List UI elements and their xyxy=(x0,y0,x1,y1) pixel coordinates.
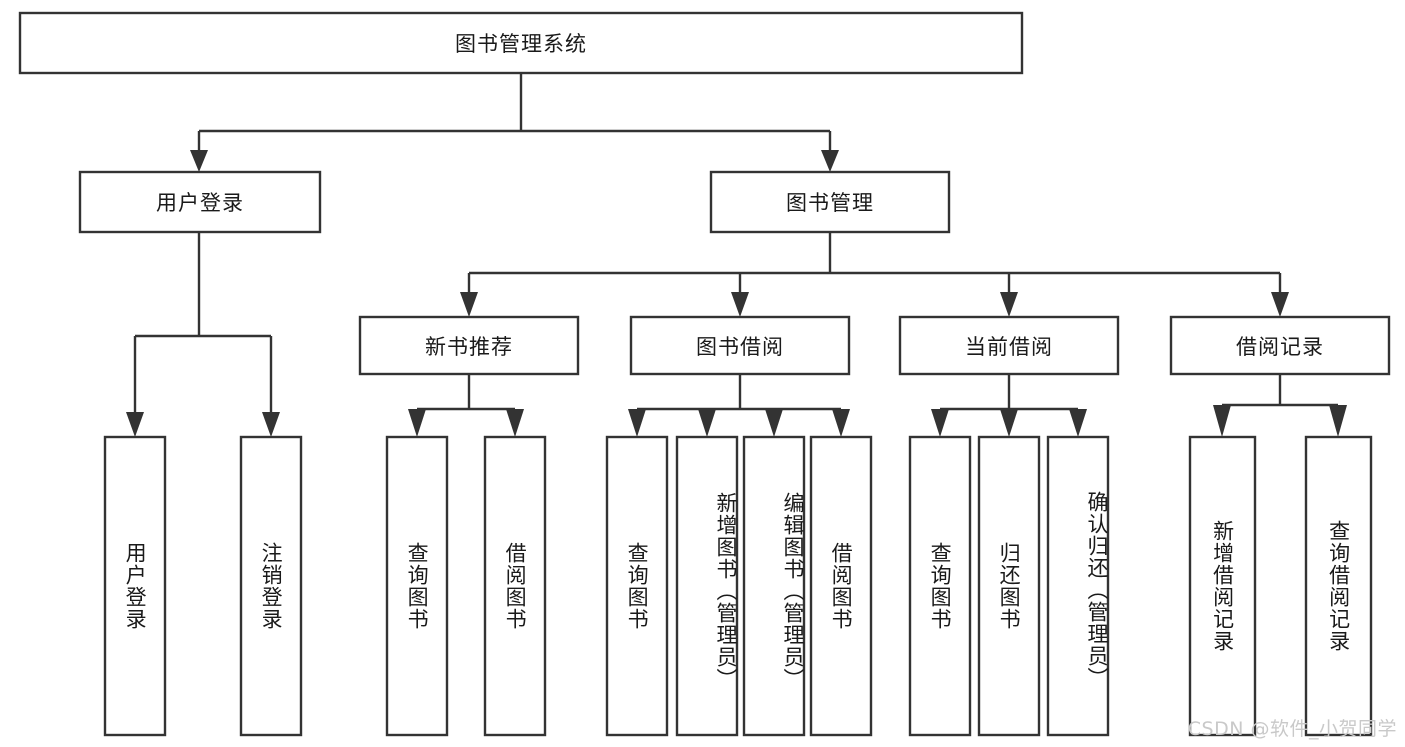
node-leaf-edit-book[interactable] xyxy=(742,435,806,737)
arrowhead-leaf-query-book-2 xyxy=(628,409,646,437)
arrowhead-new-book-recommend xyxy=(460,292,478,317)
node-leaf-query-book-3[interactable] xyxy=(908,435,972,737)
node-borrow-record[interactable] xyxy=(1169,315,1391,376)
node-book-manage[interactable] xyxy=(709,170,951,234)
arrowhead-current-borrow xyxy=(1000,292,1018,317)
arrowhead-borrow-record xyxy=(1271,292,1289,317)
edge-group-root xyxy=(190,73,839,172)
node-leaf-return-book[interactable] xyxy=(977,435,1041,737)
arrowhead-leaf-edit-book xyxy=(765,409,783,437)
arrowhead-leaf-confirm-return xyxy=(1069,409,1087,437)
node-leaf-borrow-book-2[interactable] xyxy=(809,435,873,737)
node-book-borrow[interactable] xyxy=(629,315,851,376)
arrowhead-leaf-add-record xyxy=(1213,405,1231,437)
edge-group-user-login xyxy=(126,232,280,437)
edge-group-book-manage xyxy=(460,232,1289,317)
node-current-borrow[interactable] xyxy=(898,315,1120,376)
arrowhead-leaf-user-login xyxy=(126,412,144,437)
edge-group-current-borrow xyxy=(931,374,1087,437)
edge-group-new-book-recommend xyxy=(408,374,524,437)
arrowhead-leaf-return-book xyxy=(1000,409,1018,437)
arrowhead-leaf-add-book xyxy=(698,409,716,437)
node-leaf-confirm-return[interactable] xyxy=(1046,435,1110,737)
arrowhead-leaf-borrow-book-2 xyxy=(832,409,850,437)
node-leaf-user-login[interactable] xyxy=(103,435,167,737)
node-leaf-add-book[interactable] xyxy=(675,435,739,737)
edge-group-book-borrow xyxy=(628,374,850,437)
edge-group-borrow-record xyxy=(1213,374,1347,437)
arrowhead-leaf-query-record xyxy=(1329,405,1347,437)
arrowhead-book-borrow xyxy=(731,292,749,317)
arrowhead-leaf-logout xyxy=(262,412,280,437)
node-leaf-query-book-1[interactable] xyxy=(385,435,449,737)
node-root[interactable] xyxy=(18,11,1024,75)
node-new-book-recommend[interactable] xyxy=(358,315,580,376)
node-leaf-query-record[interactable] xyxy=(1304,435,1373,737)
node-user-login[interactable] xyxy=(78,170,322,234)
arrowhead-book-manage xyxy=(821,150,839,172)
arrowhead-leaf-query-book-1 xyxy=(408,409,426,437)
arrowhead-leaf-borrow-book-1 xyxy=(506,409,524,437)
node-leaf-query-book-2[interactable] xyxy=(605,435,669,737)
arrowhead-leaf-query-book-3 xyxy=(931,409,949,437)
node-leaf-add-record[interactable] xyxy=(1188,435,1257,737)
arrowhead-user-login xyxy=(190,150,208,172)
csdn-watermark: CSDN @软件_小贺同学 xyxy=(1187,718,1397,740)
node-leaf-borrow-book-1[interactable] xyxy=(483,435,547,737)
node-leaf-logout[interactable] xyxy=(239,435,303,737)
